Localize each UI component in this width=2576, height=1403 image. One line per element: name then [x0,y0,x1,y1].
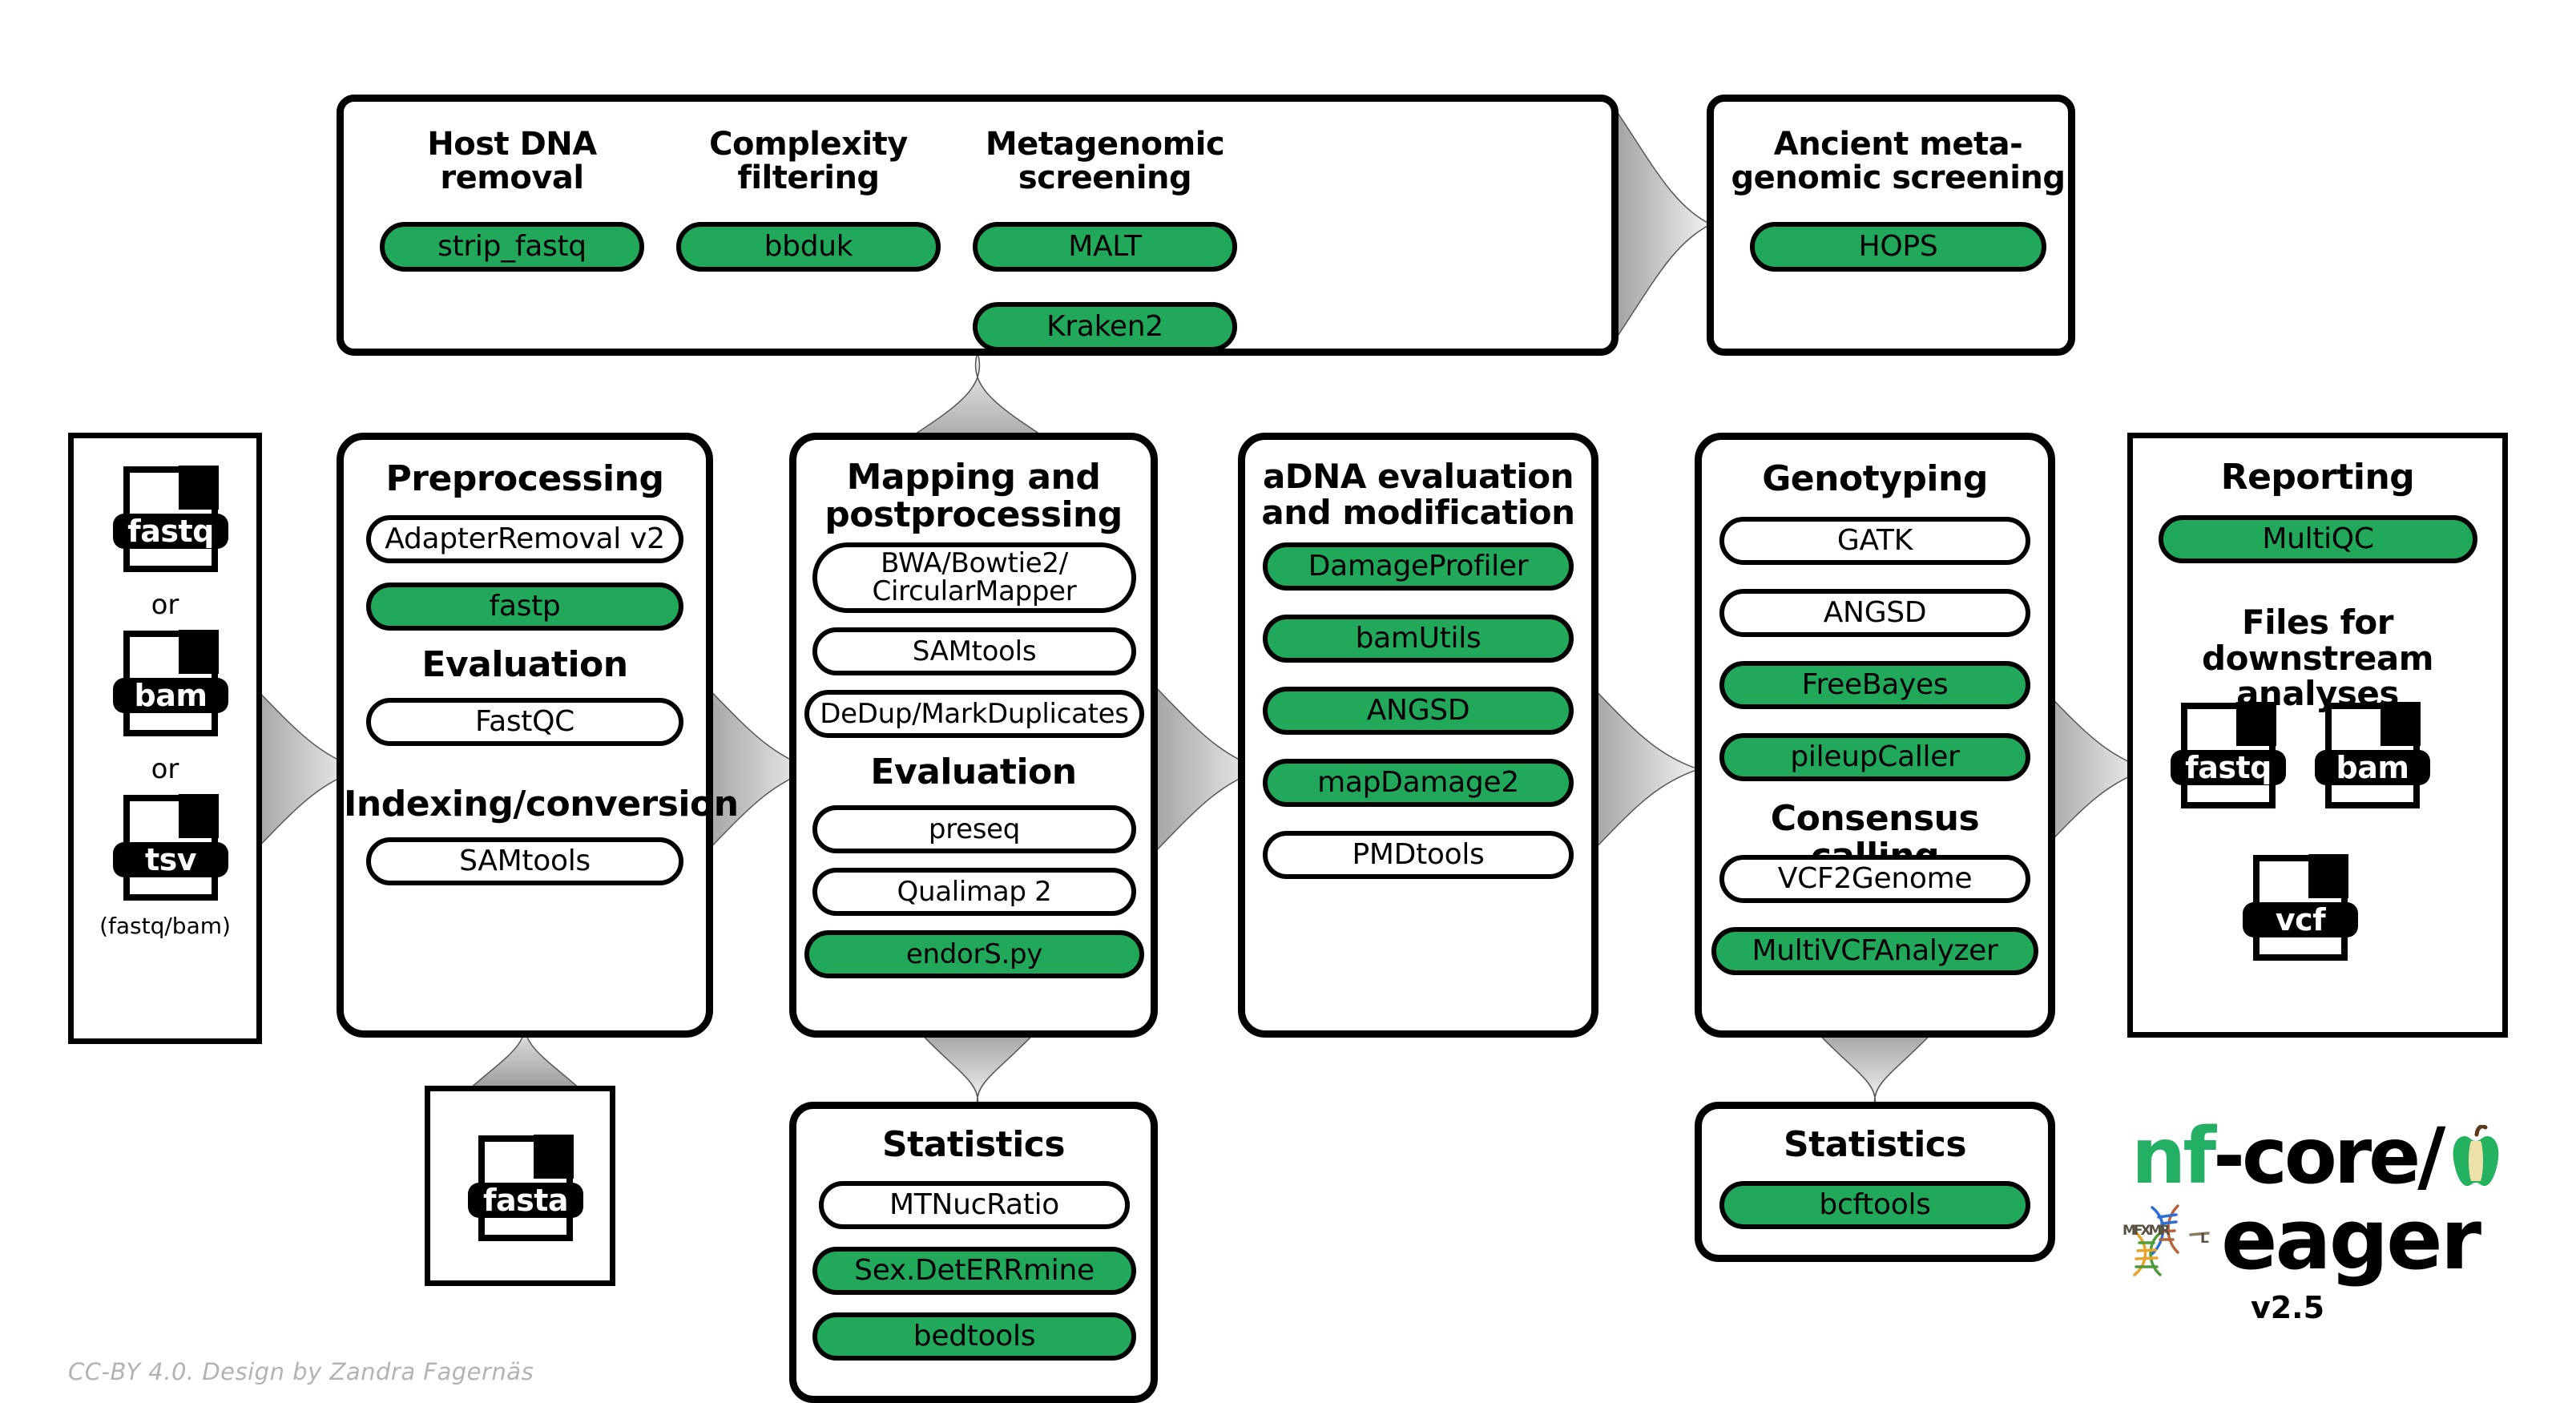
tool-pill-damageprofiler[interactable]: DamageProfiler [1263,542,1574,591]
tool-pill-angsd-adna[interactable]: ANGSD [1263,687,1574,735]
reporting-title: Reporting [2220,457,2415,498]
tool-pill-fastqc[interactable]: FastQC [366,698,683,746]
optional-column-title-host-dna: Host DNA removal [427,126,597,197]
file-fold [179,630,219,675]
optional-column-title-metagenomic: Metagenomic screening [985,126,1225,197]
statistics-right-box: Statistics bcftools [1695,1102,2055,1262]
reference-fasta-box: fasta [425,1086,615,1286]
tool-pill-bwa-bowtie2-circularmapper[interactable]: BWA/Bowtie2/ CircularMapper [812,542,1136,613]
nf-core-eager-logo: nf-core/ [2115,1118,2532,1326]
statistics-right-title: Statistics [1783,1124,1967,1165]
reporting-subtitle-downstream: Files for downstream analyses [2202,603,2434,714]
logo-eager-text: eager [2221,1191,2481,1288]
file-type-label: vcf [2243,902,2358,937]
tool-pill-pmdtools[interactable]: PMDtools [1263,831,1574,879]
file-icon-bam-output: bam [2315,702,2430,808]
optional-column-title-complexity: Complexity filtering [709,126,908,197]
arrow-genotyping-to-statistics [1811,1026,1939,1106]
apple-core-icon [2450,1124,2501,1188]
tsv-note: (fastq/bam) [99,913,231,939]
tool-pill-multiqc[interactable]: MultiQC [2159,515,2477,563]
tool-pill-multivcfanalyzer[interactable]: MultiVCFAnalyzer [1711,927,2038,975]
optional-steps-box: Host DNA removal strip_fastq Complexity … [337,95,1619,356]
logo-core-text: -core/ [2213,1111,2445,1201]
tool-pill-bbduk[interactable]: bbduk [676,222,941,272]
file-icon-fasta: fasta [468,1135,583,1241]
statistics-left-box: Statistics MTNucRatio Sex.DetERRmine bed… [789,1102,1158,1403]
tool-pill-strip-fastq[interactable]: strip_fastq [380,222,644,272]
tool-pill-fastp[interactable]: fastp [366,583,683,631]
tool-pill-sex-determine[interactable]: Sex.DetERRmine [812,1247,1136,1295]
mapping-subtitle-evaluation: Evaluation [870,752,1077,792]
tool-pill-vcf2genome[interactable]: VCF2Genome [1719,855,2030,903]
file-icon-tsv: tsv [113,794,228,901]
dna-helix-icon: MFXMR L [2120,1198,2221,1281]
file-type-label: tsv [113,842,228,877]
ancient-screening-box: Ancient meta- genomic screening HOPS [1707,95,2075,356]
logo-line-1: nf-core/ [2131,1118,2501,1195]
tool-pill-preseq[interactable]: preseq [812,805,1136,853]
tool-pill-malt[interactable]: MALT [973,222,1237,272]
credit-text: CC-BY 4.0. Design by Zandra Fagernäs [68,1358,534,1385]
mapping-box: Mapping and postprocessing BWA/Bowtie2/ … [789,433,1158,1038]
input-files-box: fastq or bam or tsv (fastq/bam) [68,433,262,1044]
preprocessing-subtitle-indexing: Indexing/conversion [344,784,739,824]
file-icon-fastq-output: fastq [2171,702,2286,808]
genotyping-box: Genotyping GATK ANGSD FreeBayes pileupCa… [1695,433,2055,1038]
tool-pill-qualimap2[interactable]: Qualimap 2 [812,868,1136,916]
file-fold [2380,702,2421,747]
file-fold [534,1135,574,1179]
arrow-screening-to-ancient [1606,96,1711,353]
logo-line-2: MFXMR L eager [2120,1191,2481,1288]
preprocessing-box: Preprocessing AdapterRemoval v2 fastp Ev… [337,433,739,1038]
tool-pill-angsd-genotyping[interactable]: ANGSD [1719,589,2030,637]
tool-pill-bedtools[interactable]: bedtools [812,1312,1136,1361]
file-type-label: bam [2315,750,2430,785]
file-fold [179,794,219,839]
tool-pill-pileupcaller[interactable]: pileupCaller [1719,733,2030,781]
ancient-screening-title: Ancient meta- genomic screening [1731,126,2066,197]
file-icon-vcf-output: vcf [2243,854,2358,961]
tool-pill-gatk[interactable]: GATK [1719,517,2030,565]
tool-pill-freebayes[interactable]: FreeBayes [1719,661,2030,709]
or-label-2: or [151,753,179,785]
or-label-1: or [151,589,179,621]
file-fold [2236,702,2276,747]
svg-text:MFXMR: MFXMR [2122,1223,2171,1239]
adna-title: aDNA evaluation and modification [1261,457,1575,532]
tool-pill-bcftools[interactable]: bcftools [1719,1181,2030,1229]
mapping-title: Mapping and postprocessing [824,457,1123,535]
file-fold [179,466,219,510]
file-type-label: fastq [2171,750,2286,785]
tool-pill-endors-py[interactable]: endorS.py [804,930,1144,978]
file-icon-bam: bam [113,630,228,736]
tool-pill-hops[interactable]: HOPS [1750,222,2046,272]
tool-pill-adapterremoval[interactable]: AdapterRemoval v2 [366,515,683,563]
preprocessing-title: Preprocessing [385,458,664,499]
reporting-box: Reporting MultiQC Files for downstream a… [2127,433,2508,1038]
tool-pill-samtools-preprocessing[interactable]: SAMtools [366,837,683,885]
file-icon-fastq: fastq [113,466,228,572]
statistics-left-title: Statistics [881,1124,1066,1165]
arrow-mapping-to-statistics [913,1026,1042,1106]
file-type-label: bam [113,678,228,713]
tool-pill-samtools-mapping[interactable]: SAMtools [812,627,1136,675]
genotyping-title: Genotyping [1762,458,1988,499]
logo-version: v2.5 [2250,1290,2325,1325]
tool-pill-kraken2[interactable]: Kraken2 [973,302,1237,352]
preprocessing-subtitle-evaluation: Evaluation [421,644,628,685]
logo-nf-text: nf [2131,1111,2216,1201]
file-type-label: fasta [468,1183,583,1218]
tool-pill-mtnucratio[interactable]: MTNucRatio [819,1181,1130,1229]
file-type-label: fastq [113,514,228,549]
adna-box: aDNA evaluation and modification DamageP… [1238,433,1598,1038]
tool-pill-bamutils[interactable]: bamUtils [1263,615,1574,663]
file-fold [2308,854,2348,899]
tool-pill-mapdamage2[interactable]: mapDamage2 [1263,759,1574,807]
tool-pill-dedup-markduplicates[interactable]: DeDup/MarkDuplicates [804,690,1144,738]
